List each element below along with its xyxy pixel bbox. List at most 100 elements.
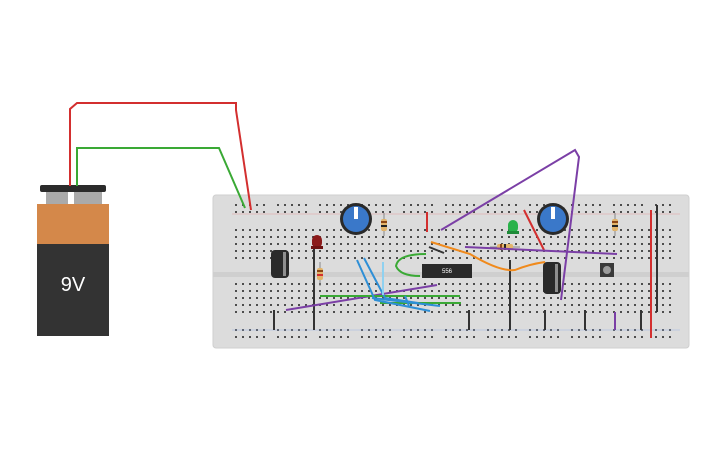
battery-9v[interactable]: 9V bbox=[37, 185, 109, 336]
wire-orange[interactable] bbox=[430, 241, 546, 272]
wire-green-ic-loop[interactable] bbox=[394, 253, 427, 277]
breadboard-hole bbox=[319, 336, 321, 338]
breadboard-hole bbox=[242, 283, 244, 285]
resistor-1[interactable] bbox=[381, 213, 387, 236]
ic-556[interactable]: 556 bbox=[422, 264, 472, 278]
breadboard-hole bbox=[305, 243, 307, 245]
breadboard-hole bbox=[249, 304, 251, 306]
breadboard-hole bbox=[522, 243, 524, 245]
breadboard-hole bbox=[648, 290, 650, 292]
potentiometer-left[interactable] bbox=[340, 203, 372, 235]
breadboard-hole bbox=[417, 304, 419, 306]
breadboard-hole bbox=[319, 290, 321, 292]
wire-purple-1[interactable] bbox=[285, 284, 438, 311]
breadboard-hole bbox=[494, 243, 496, 245]
breadboard-hole bbox=[571, 290, 573, 292]
breadboard-hole bbox=[557, 297, 559, 299]
capacitor-left[interactable] bbox=[271, 250, 289, 278]
breadboard-hole bbox=[620, 250, 622, 252]
breadboard-hole bbox=[571, 243, 573, 245]
breadboard-hole bbox=[501, 257, 503, 259]
breadboard-hole bbox=[585, 250, 587, 252]
led-green[interactable] bbox=[507, 220, 519, 234]
breadboard-hole bbox=[361, 283, 363, 285]
wires-blue[interactable] bbox=[356, 257, 441, 312]
wire-purple-2[interactable] bbox=[464, 246, 618, 255]
breadboard-hole bbox=[291, 297, 293, 299]
breadboard-hole bbox=[480, 297, 482, 299]
breadboard-hole bbox=[501, 311, 503, 313]
resistor-2[interactable] bbox=[317, 262, 323, 286]
breadboard-hole bbox=[641, 229, 643, 231]
breadboard-hole bbox=[361, 304, 363, 306]
breadboard-hole bbox=[347, 250, 349, 252]
breadboard-hole bbox=[620, 311, 622, 313]
breadboard-hole bbox=[613, 283, 615, 285]
breadboard-hole bbox=[494, 257, 496, 259]
breadboard-hole bbox=[634, 250, 636, 252]
breadboard-hole bbox=[669, 290, 671, 292]
breadboard-hole bbox=[494, 336, 496, 338]
breadboard-hole bbox=[305, 250, 307, 252]
breadboard-hole bbox=[354, 257, 356, 259]
breadboard-hole bbox=[242, 243, 244, 245]
breadboard-hole bbox=[620, 336, 622, 338]
breadboard-hole bbox=[585, 297, 587, 299]
breadboard-hole bbox=[354, 243, 356, 245]
breadboard-hole bbox=[487, 336, 489, 338]
breadboard-hole bbox=[438, 297, 440, 299]
breadboard-hole bbox=[459, 236, 461, 238]
breadboard-hole bbox=[291, 243, 293, 245]
breadboard-hole bbox=[445, 229, 447, 231]
capacitor-right[interactable] bbox=[543, 262, 561, 294]
breadboard-hole bbox=[641, 204, 643, 206]
wire-purple-long[interactable] bbox=[440, 148, 581, 301]
breadboard-hole bbox=[543, 257, 545, 259]
wire-red-battery[interactable] bbox=[69, 102, 252, 211]
breadboard-hole bbox=[613, 236, 615, 238]
wire-green-battery[interactable] bbox=[76, 147, 246, 209]
breadboard-hole bbox=[606, 311, 608, 313]
breadboard-hole bbox=[361, 250, 363, 252]
breadboard-hole bbox=[445, 204, 447, 206]
breadboard-hole bbox=[256, 243, 258, 245]
breadboard-hole bbox=[669, 311, 671, 313]
breadboard-hole bbox=[529, 336, 531, 338]
breadboard-hole bbox=[340, 311, 342, 313]
breadboard-hole bbox=[627, 290, 629, 292]
breadboard-hole bbox=[571, 229, 573, 231]
breadboard-hole bbox=[291, 250, 293, 252]
breadboard-hole bbox=[368, 283, 370, 285]
potentiometer-right[interactable] bbox=[537, 203, 569, 235]
breadboard-hole bbox=[578, 204, 580, 206]
breadboard-hole bbox=[473, 304, 475, 306]
breadboard-hole bbox=[277, 204, 279, 206]
breadboard-hole bbox=[564, 257, 566, 259]
breadboard-hole bbox=[585, 204, 587, 206]
resistor-4[interactable] bbox=[612, 213, 618, 236]
breadboard-hole bbox=[508, 336, 510, 338]
breadboard-hole bbox=[606, 229, 608, 231]
breadboard-hole bbox=[662, 229, 664, 231]
breadboard-hole bbox=[669, 243, 671, 245]
breadboard-hole bbox=[599, 297, 601, 299]
led-red[interactable] bbox=[311, 235, 323, 249]
breadboard-hole bbox=[529, 304, 531, 306]
breadboard-hole bbox=[557, 311, 559, 313]
breadboard-hole bbox=[669, 204, 671, 206]
breadboard-hole bbox=[494, 304, 496, 306]
breadboard-hole bbox=[466, 229, 468, 231]
wire-black-ic[interactable] bbox=[428, 246, 445, 254]
breadboard-hole bbox=[277, 211, 279, 213]
breadboard-hole bbox=[382, 250, 384, 252]
breadboard-hole bbox=[522, 250, 524, 252]
breadboard-hole bbox=[592, 243, 594, 245]
breadboard-hole bbox=[361, 243, 363, 245]
breadboard-hole bbox=[494, 311, 496, 313]
pushbutton[interactable] bbox=[600, 263, 614, 277]
breadboard-hole bbox=[445, 290, 447, 292]
breadboard-hole bbox=[347, 243, 349, 245]
breadboard-hole bbox=[613, 336, 615, 338]
breadboard-hole bbox=[515, 311, 517, 313]
breadboard-hole bbox=[543, 297, 545, 299]
